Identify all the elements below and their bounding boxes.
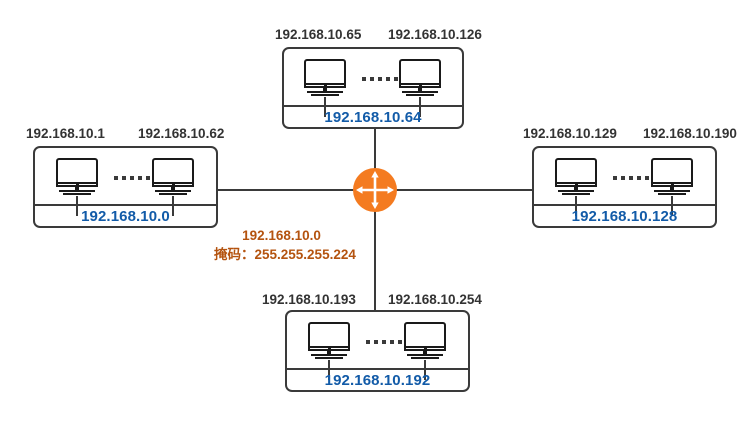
subnet-bus-left	[35, 204, 216, 206]
subnet-box-left: 192.168.10.0	[33, 146, 218, 228]
host-icon-right-last	[649, 158, 695, 216]
link-right-to-router	[396, 189, 532, 191]
subnet-box-bottom: 192.168.10.192	[285, 310, 470, 392]
monitor-icon	[54, 158, 100, 196]
host-label-right-first: 192.168.10.129	[523, 126, 617, 141]
host-icon-left-first	[54, 158, 100, 216]
host-label-bottom-last: 192.168.10.254	[388, 292, 482, 307]
host-label-left-first: 192.168.10.1	[26, 126, 105, 141]
host-icon-top-last	[397, 59, 443, 117]
host-label-top-last: 192.168.10.126	[388, 27, 482, 42]
monitor-icon	[397, 59, 443, 97]
router-cross-arrows-icon	[356, 171, 394, 209]
annotation-mask-line: 掩码：255.255.255.224	[214, 247, 356, 262]
network-address-left: 192.168.10.0	[81, 208, 170, 225]
ellipsis-top	[362, 77, 398, 81]
subnet-bus-right	[534, 204, 715, 206]
ellipsis-right	[613, 176, 649, 180]
monitor-icon	[306, 322, 352, 360]
monitor-icon	[302, 59, 348, 97]
monitor-icon	[553, 158, 599, 196]
host-label-right-last: 192.168.10.190	[643, 126, 737, 141]
subnet-mask-annotation: 192.168.10.0 掩码：255.255.255.224	[214, 226, 356, 264]
host-label-bottom-first: 192.168.10.193	[262, 292, 356, 307]
host-icon-top-first	[302, 59, 348, 117]
host-label-top-first: 192.168.10.65	[275, 27, 362, 42]
host-label-left-last: 192.168.10.62	[138, 126, 225, 141]
monitor-icon	[649, 158, 695, 196]
monitor-icon	[402, 322, 448, 360]
link-top-to-router	[374, 128, 376, 174]
ellipsis-left	[114, 176, 150, 180]
ellipsis-bottom	[366, 340, 402, 344]
host-icon-left-last	[150, 158, 196, 216]
link-bottom-to-router	[374, 206, 376, 310]
host-icon-bottom-first	[306, 322, 352, 380]
subnet-bus-bottom	[287, 368, 468, 370]
host-icon-bottom-last	[402, 322, 448, 380]
link-left-to-router	[218, 189, 376, 191]
subnet-box-top: 192.168.10.64	[282, 47, 464, 129]
network-address-top: 192.168.10.64	[324, 109, 422, 126]
router-node	[353, 168, 397, 212]
subnet-box-right: 192.168.10.128	[532, 146, 717, 228]
host-icon-right-first	[553, 158, 599, 216]
annotation-network-line: 192.168.10.0	[242, 228, 321, 243]
network-address-bottom: 192.168.10.192	[324, 372, 431, 389]
subnet-bus-top	[284, 105, 462, 107]
monitor-icon	[150, 158, 196, 196]
network-address-right: 192.168.10.128	[571, 208, 678, 225]
